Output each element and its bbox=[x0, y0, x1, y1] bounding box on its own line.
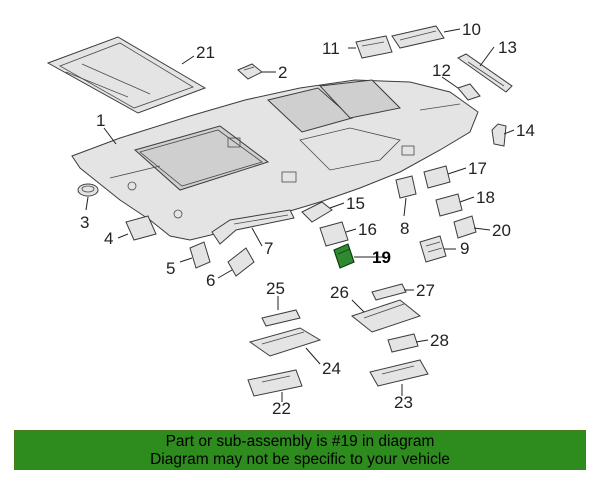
part-21-shade-panel bbox=[46, 36, 207, 114]
callout-26: 26 bbox=[330, 283, 349, 302]
leader-lines bbox=[85, 28, 515, 402]
callout-7: 7 bbox=[264, 239, 273, 258]
callout-15: 15 bbox=[346, 194, 365, 213]
callout-28: 28 bbox=[430, 331, 449, 350]
part-2-clip bbox=[237, 63, 263, 80]
callout-4: 4 bbox=[104, 229, 113, 248]
part-15-bracket bbox=[301, 201, 333, 223]
callout-10: 10 bbox=[462, 20, 481, 39]
part-5-clip bbox=[189, 241, 211, 269]
callout-11: 11 bbox=[322, 39, 340, 58]
callout-12: 12 bbox=[432, 61, 451, 80]
part-12-clip bbox=[457, 83, 481, 101]
callout-9: 9 bbox=[460, 239, 469, 258]
part-20-bracket bbox=[453, 215, 477, 239]
callout-14: 14 bbox=[516, 121, 535, 140]
exploded-view: 1234567891011121314151617181920212223242… bbox=[46, 20, 535, 418]
callout-5: 5 bbox=[166, 259, 175, 278]
banner-line-2: Diagram may not be specific to your vehi… bbox=[150, 451, 450, 468]
callout-8: 8 bbox=[400, 219, 409, 238]
callout-6: 6 bbox=[206, 271, 215, 290]
part-1-headliner bbox=[71, 79, 479, 241]
part-14-hook bbox=[491, 123, 507, 147]
part-11-bracket bbox=[355, 35, 393, 59]
part-4-lens bbox=[125, 215, 157, 241]
callout-2: 2 bbox=[278, 63, 287, 82]
callout-18: 18 bbox=[476, 188, 495, 207]
part-16-pad bbox=[319, 221, 349, 247]
callout-19: 19 bbox=[372, 248, 391, 267]
callout-17: 17 bbox=[468, 159, 487, 178]
callout-24: 24 bbox=[322, 359, 341, 378]
callout-13: 13 bbox=[498, 38, 517, 57]
callout-1: 1 bbox=[96, 111, 105, 130]
callout-25: 25 bbox=[266, 279, 285, 298]
part-8-block bbox=[395, 175, 417, 199]
part-26-frame bbox=[350, 299, 422, 333]
part-22-handle bbox=[247, 369, 303, 397]
callout-21: 21 bbox=[196, 43, 215, 62]
part-3-lamp bbox=[77, 183, 99, 197]
banner-line-1: Part or sub-assembly is #19 in diagram bbox=[165, 433, 435, 450]
part-9-vent bbox=[419, 235, 447, 263]
info-banner: Part or sub-assembly is #19 in diagram D… bbox=[14, 430, 586, 470]
callout-23: 23 bbox=[394, 393, 413, 412]
part-17-console bbox=[423, 165, 451, 189]
part-27-lens bbox=[371, 283, 407, 301]
part-7-trim-strip bbox=[211, 209, 295, 245]
part-19-highlighted bbox=[333, 243, 355, 269]
callout-16: 16 bbox=[358, 220, 377, 239]
part-24-console bbox=[248, 327, 322, 357]
part-23-handle bbox=[369, 359, 429, 387]
callout-22: 22 bbox=[272, 399, 291, 418]
part-18-pad bbox=[435, 193, 463, 217]
part-10-console bbox=[391, 25, 445, 49]
callout-3: 3 bbox=[80, 213, 89, 232]
part-6-bracket bbox=[227, 247, 255, 277]
part-13-strip bbox=[457, 53, 513, 93]
part-28-bracket bbox=[387, 333, 419, 353]
callout-27: 27 bbox=[416, 281, 435, 300]
callout-20: 20 bbox=[492, 221, 511, 240]
part-25-lens bbox=[261, 309, 301, 327]
